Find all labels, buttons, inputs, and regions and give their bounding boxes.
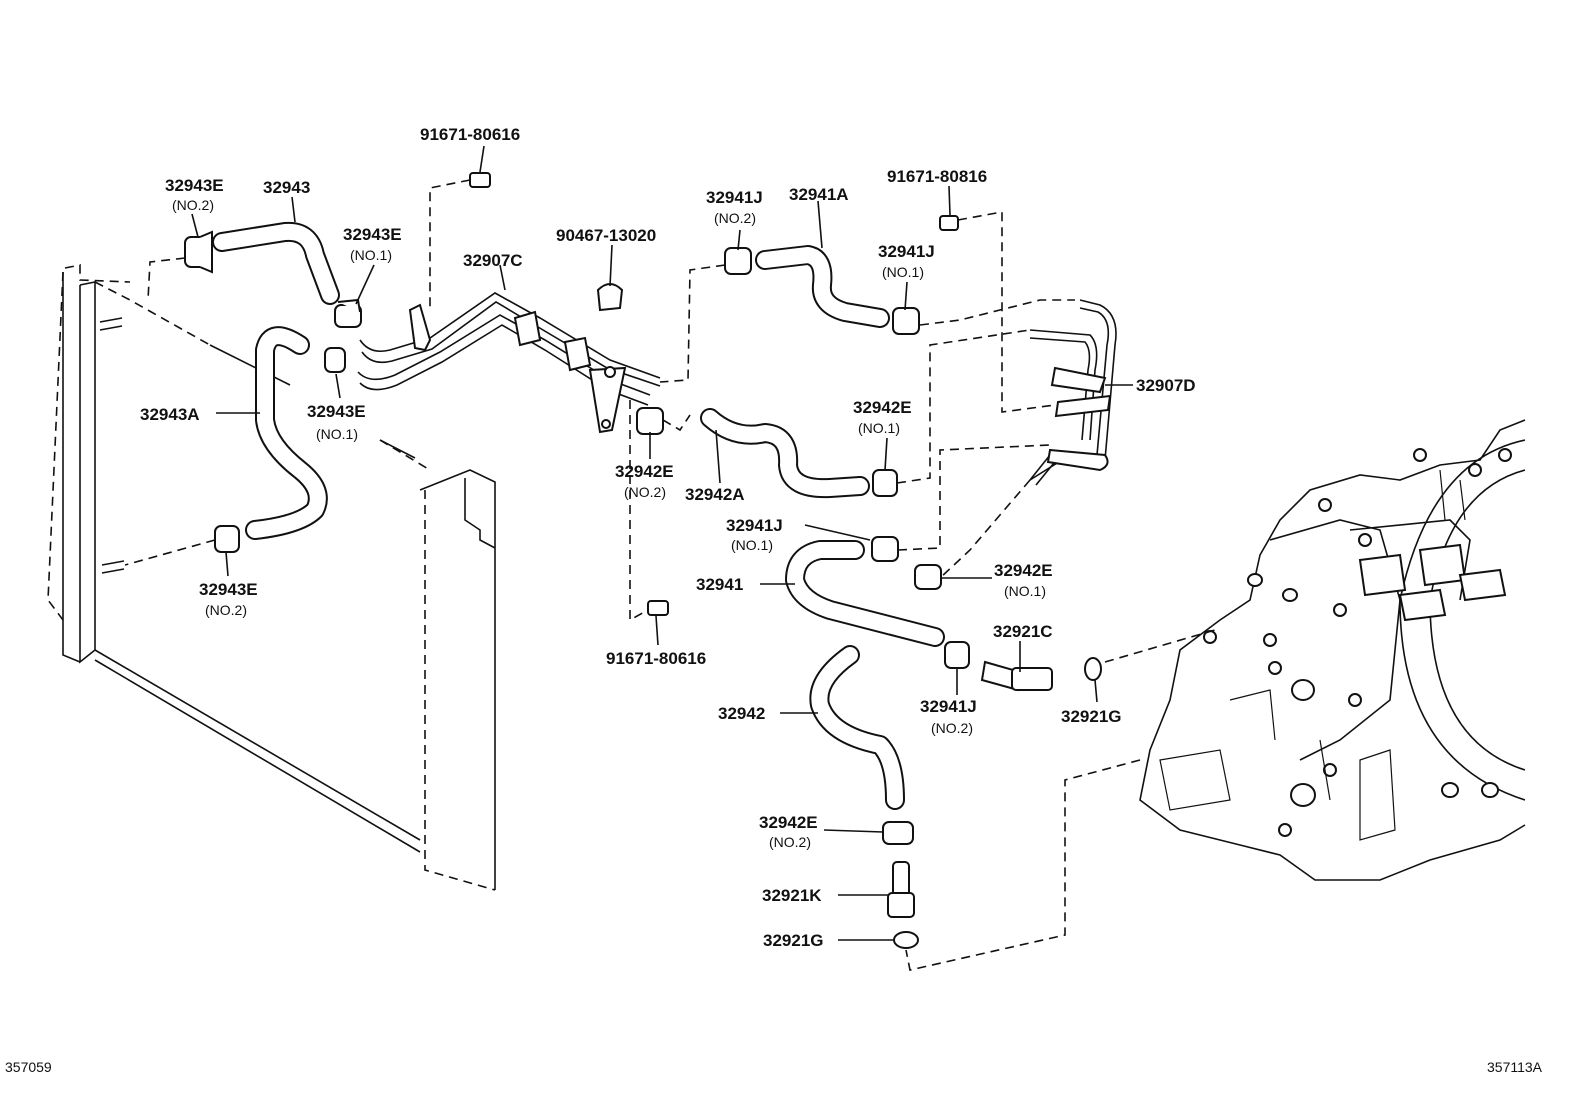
label-clamp-32943E-no1-a: 32943E: [343, 225, 402, 244]
label-clip-90467: 90467-13020: [556, 226, 656, 245]
label-pipe-32907D: 32907D: [1136, 376, 1196, 395]
label-pipe-32907C: 32907C: [463, 251, 523, 270]
sub-clamp-32943E-no1-a: (NO.1): [350, 247, 392, 263]
label-clamp-32942E-no2-a: 32942E: [615, 462, 674, 481]
label-hose-32942: 32942: [718, 704, 765, 723]
label-hose-32943A: 32943A: [140, 405, 200, 424]
sub-clamp-32941J-no2-top: (NO.2): [714, 210, 756, 226]
figure-code-left: 357059: [5, 1059, 52, 1075]
label-hose-32943: 32943: [263, 178, 310, 197]
hose-32942-shape: [809, 645, 905, 810]
sub-clamp-32942E-no2-a: (NO.2): [624, 484, 666, 500]
label-union-32921C: 32921C: [993, 622, 1053, 641]
label-clamp-32942E-no1-a: 32942E: [853, 398, 912, 417]
label-clamp-32943E-no1-b: 32943E: [307, 402, 366, 421]
sub-clamp-32943E-no1-b: (NO.1): [316, 426, 358, 442]
sub-clamp-32941J-no2-b: (NO.2): [931, 720, 973, 736]
sub-clamp-32943E-no2-top: (NO.2): [172, 197, 214, 213]
label-clamp-32941J-no1-a: 32941J: [878, 242, 935, 261]
hose-32941-shape: [785, 540, 945, 647]
label-bolt-bottom: 91671-80616: [606, 649, 706, 668]
hose-32942A-shape: [700, 408, 870, 499]
label-hose-32942A: 32942A: [685, 485, 745, 504]
label-clamp-32941J-no2-b: 32941J: [920, 697, 977, 716]
dashed-guides: [124, 179, 1216, 971]
label-gasket-32921G-b: 32921G: [763, 931, 824, 950]
pipe-32907D-shape: [1029, 299, 1117, 486]
label-clamp-32943E-no2-top: 32943E: [165, 176, 224, 195]
label-clamp-32941J-no2-top: 32941J: [706, 188, 763, 207]
label-bolt-right: 91671-80816: [887, 167, 987, 186]
sub-clamp-32942E-no1-b: (NO.1): [1004, 583, 1046, 599]
leader-lines: [191, 145, 1133, 941]
sub-clamp-32943E-no2-b: (NO.2): [205, 602, 247, 618]
label-clamp-32941J-no1-b: 32941J: [726, 516, 783, 535]
sub-clamp-32942E-no1-a: (NO.1): [858, 420, 900, 436]
pipe-32907C-shape: [357, 292, 661, 434]
sub-clamp-32941J-no1-a: (NO.1): [882, 264, 924, 280]
sub-clamp-32942E-no2-b: (NO.2): [769, 834, 811, 850]
label-bolt-top: 91671-80616: [420, 125, 520, 144]
label-hose-32941A: 32941A: [789, 185, 849, 204]
hose-32943-shape: [212, 221, 340, 305]
label-clamp-32943E-no2-b: 32943E: [199, 580, 258, 599]
hose-32943A-shape: [245, 326, 328, 540]
figure-code-right: 357113A: [1487, 1059, 1543, 1075]
transmission-case: [1139, 419, 1526, 881]
label-clamp-32942E-no2-b: 32942E: [759, 813, 818, 832]
label-clamp-32942E-no1-b: 32942E: [994, 561, 1053, 580]
label-union-32921K: 32921K: [762, 886, 822, 905]
radiator: [47, 264, 496, 891]
clamp-shapes: [184, 172, 1102, 949]
sub-clamp-32941J-no1-b: (NO.1): [731, 537, 773, 553]
label-hose-32941: 32941: [696, 575, 743, 594]
hose-32941A-shape: [755, 245, 890, 328]
label-gasket-32921G-a: 32921G: [1061, 707, 1122, 726]
